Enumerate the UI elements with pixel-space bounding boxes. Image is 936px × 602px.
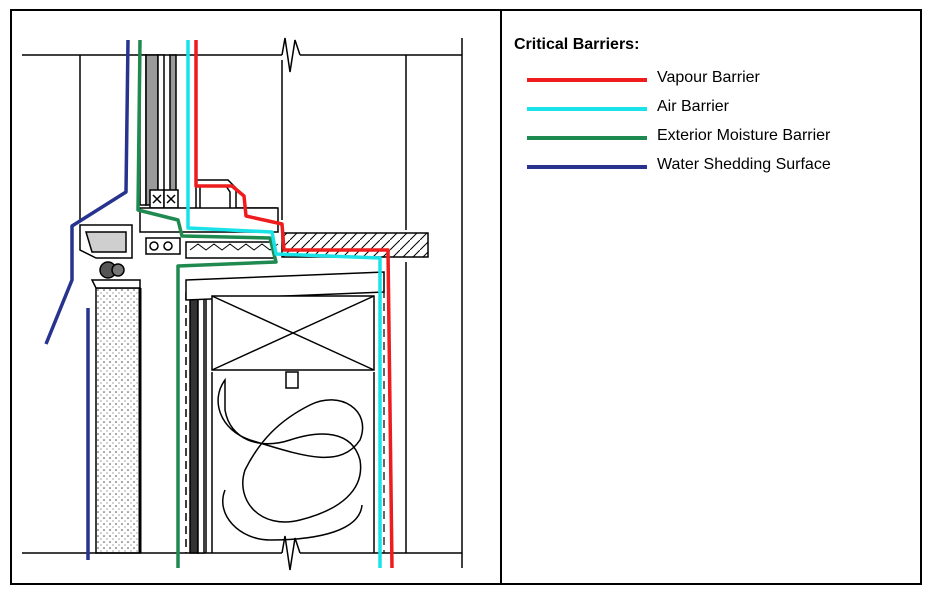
moisture-barrier-line	[136, 39, 278, 568]
legend-label: Exterior Moisture Barrier	[657, 127, 831, 144]
legend-item: Air Barrier	[513, 98, 913, 127]
legend-item: Exterior Moisture Barrier	[513, 127, 913, 156]
framing-header	[185, 271, 385, 389]
legend-swatch	[527, 165, 647, 169]
legend-swatch	[527, 78, 647, 82]
legend-label: Vapour Barrier	[657, 69, 760, 86]
wall-sheathing	[185, 291, 207, 554]
legend-label: Water Shedding Surface	[657, 156, 831, 173]
air-barrier-line	[186, 40, 382, 568]
vapour-barrier-line	[194, 40, 394, 569]
panel-divider	[500, 9, 502, 585]
legend-item: Water Shedding Surface	[513, 156, 913, 185]
wood-sill	[281, 232, 429, 258]
glazing-unit	[139, 54, 179, 209]
water-shedding-line	[44, 39, 130, 345]
insulation	[211, 372, 375, 553]
legend-title: Critical Barriers:	[514, 36, 640, 53]
exterior-cladding	[90, 279, 142, 554]
legend-swatch	[527, 107, 647, 111]
legend-swatch	[527, 136, 647, 140]
legend-item: Vapour Barrier	[513, 69, 913, 98]
legend-label: Air Barrier	[657, 98, 730, 115]
